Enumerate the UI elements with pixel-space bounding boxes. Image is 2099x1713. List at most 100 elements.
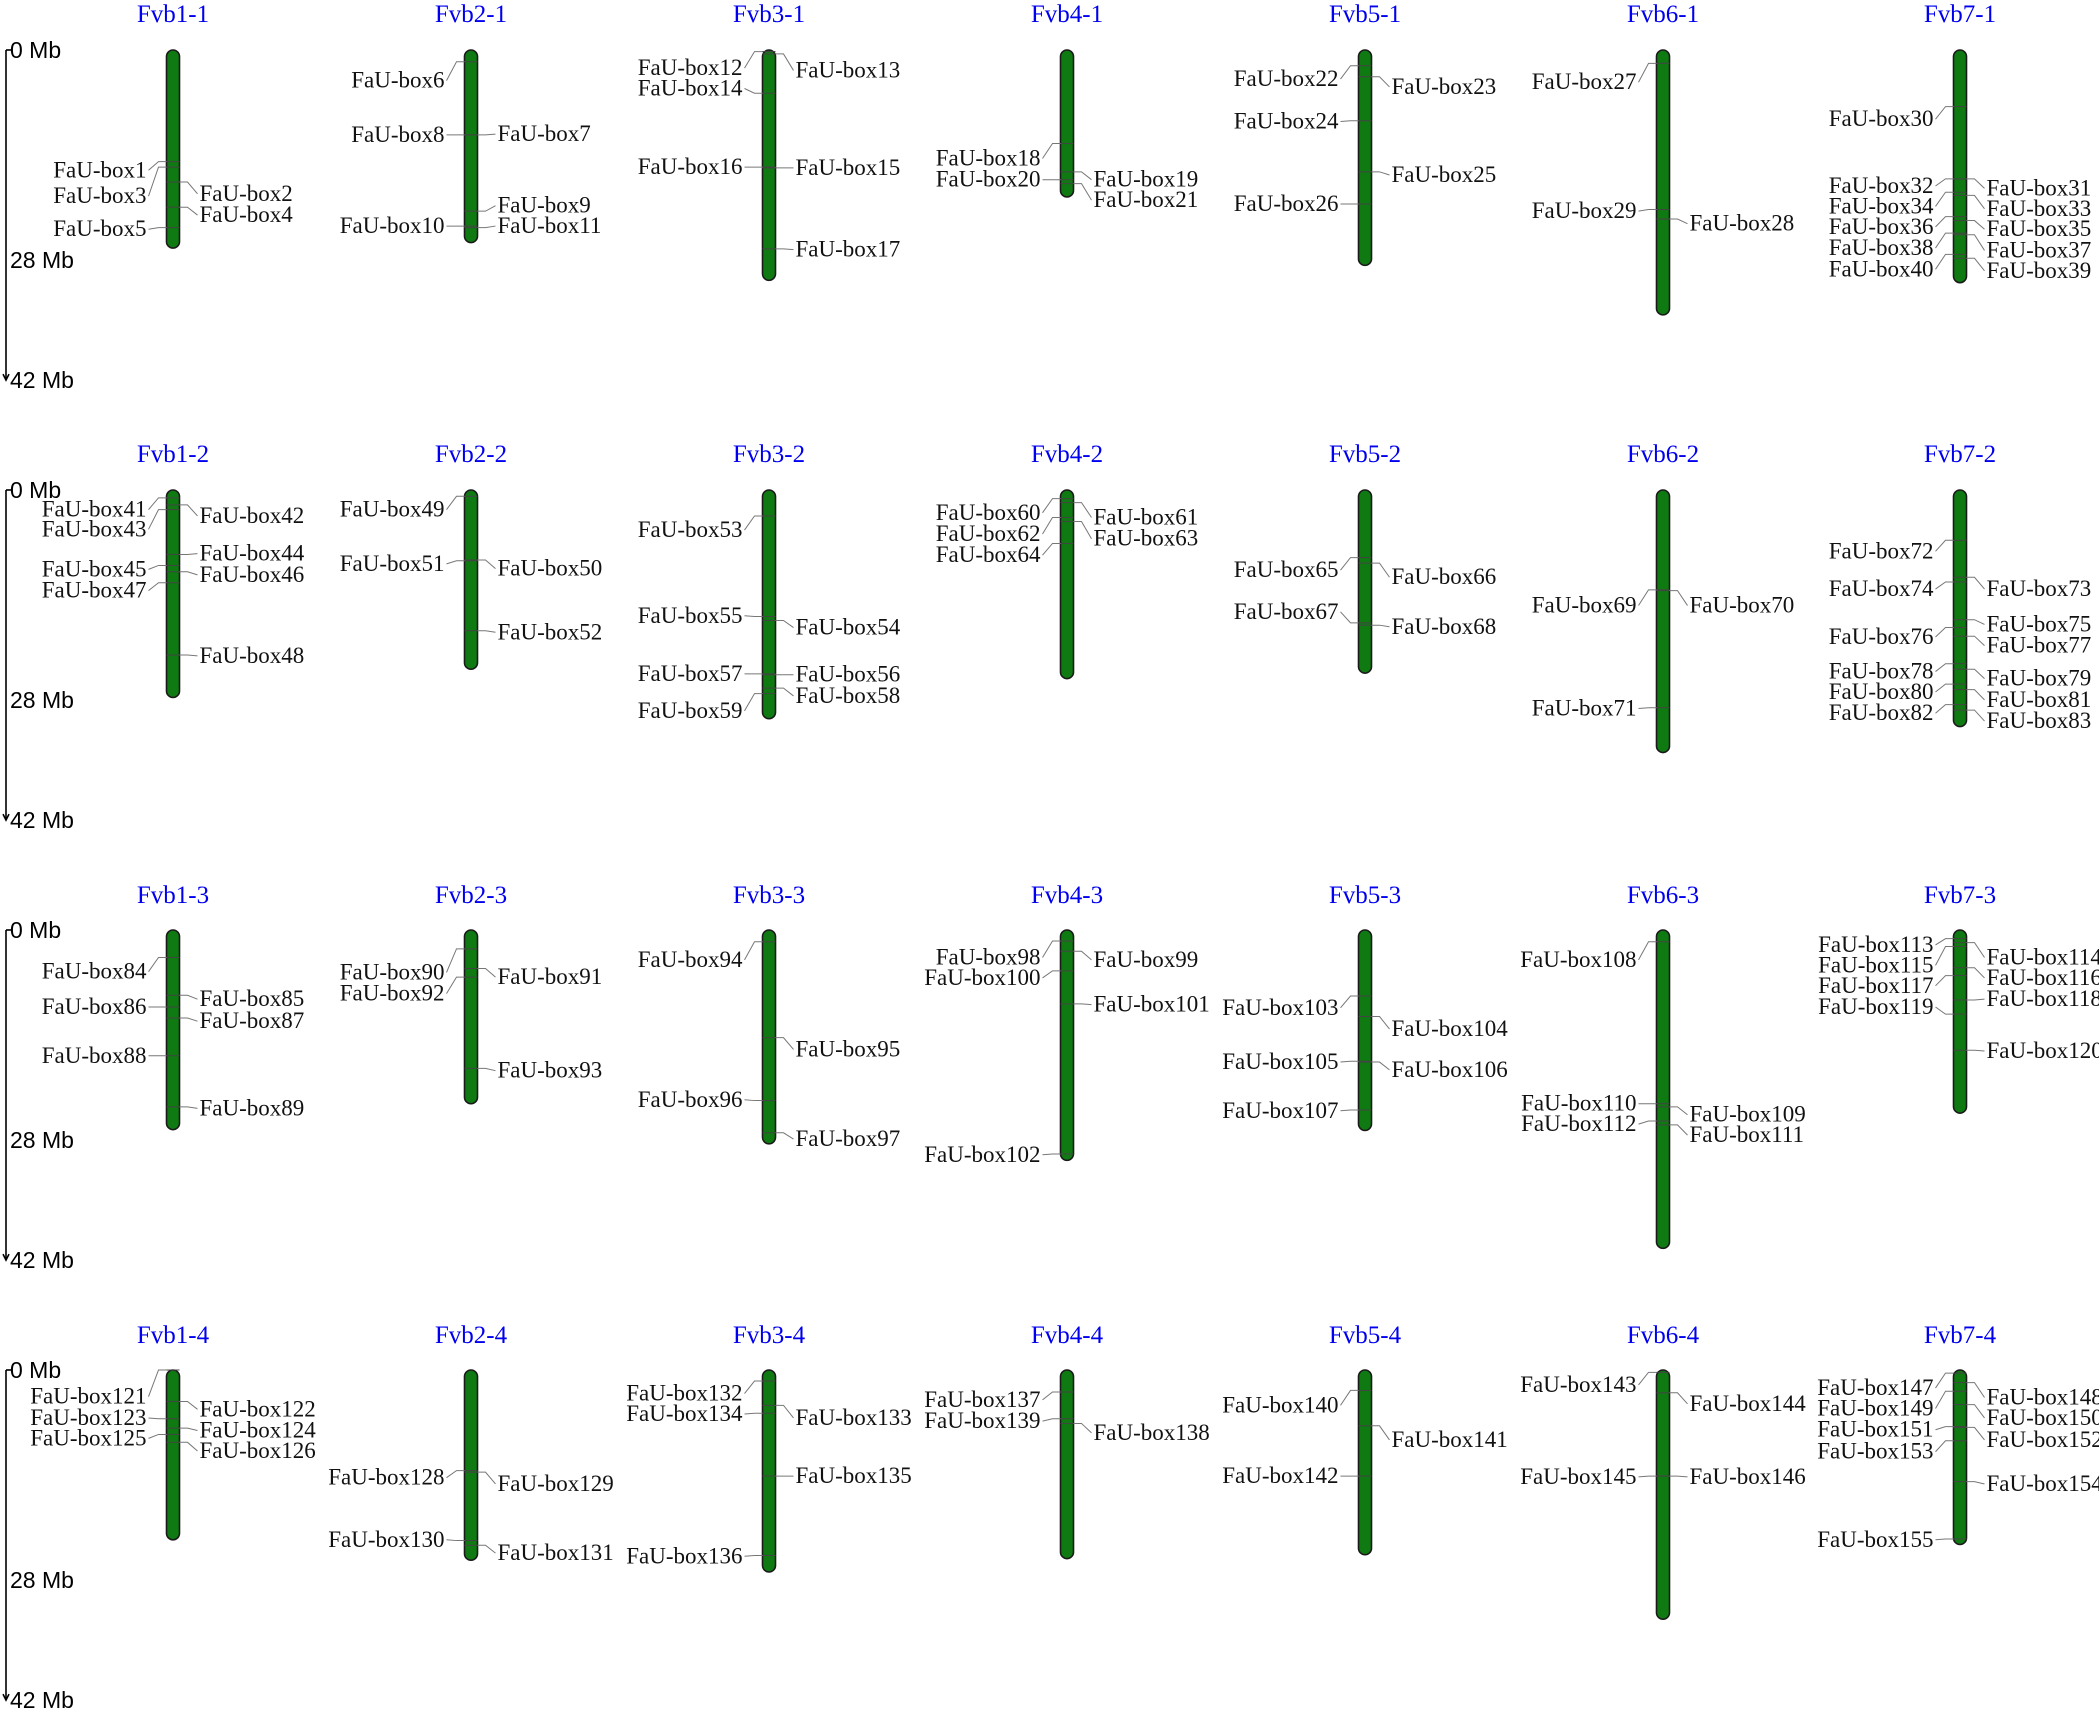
gene-leader-line: [1966, 967, 1985, 979]
gene-label: FaU-box124: [200, 1418, 317, 1443]
gene-label: FaU-box80: [1829, 679, 1934, 704]
gene-label: FaU-box102: [924, 1142, 1040, 1167]
gene-label: FaU-box99: [1094, 947, 1199, 972]
gene-label: FaU-box27: [1532, 69, 1637, 94]
chromosome-title: Fvb2-1: [435, 1, 507, 28]
gene-leader-line: [179, 1106, 198, 1109]
gene-label: FaU-box53: [638, 517, 743, 542]
gene-label: FaU-box54: [796, 615, 901, 640]
chromosome-fvb1-3: Fvb1-3FaU-box84FaU-box86FaU-box88FaU-box…: [42, 882, 305, 1131]
gene-leader-line: [1966, 1404, 1985, 1419]
gene-leader-line: [744, 1099, 763, 1102]
chromosome-title: Fvb3-3: [733, 882, 805, 909]
chromosome-fvb1-1: Fvb1-1FaU-box1FaU-box3FaU-box5FaU-box2Fa…: [53, 1, 293, 249]
gene-leader-line: [446, 948, 465, 973]
chromosome-title: Fvb5-3: [1329, 882, 1401, 909]
gene-label: FaU-box42: [200, 503, 305, 528]
scale-label-mid: 28 Mb: [10, 1127, 74, 1153]
gene-label: FaU-box49: [340, 497, 445, 522]
gene-label: FaU-box92: [340, 981, 445, 1006]
gene-label: FaU-box74: [1829, 576, 1934, 601]
gene-leader-line: [1935, 539, 1954, 552]
gene-leader-line: [1073, 502, 1092, 518]
chromosome-bar: [761, 489, 777, 720]
gene-label: FaU-box138: [1094, 1420, 1210, 1445]
gene-leader-line: [1371, 1015, 1390, 1030]
chromosome-fvb1-2: Fvb1-2FaU-box41FaU-box43FaU-box45FaU-box…: [42, 441, 305, 699]
gene-leader-line: [1042, 970, 1061, 979]
chromosome-title: Fvb2-4: [435, 1322, 508, 1349]
chromosome-fvb4-3: Fvb4-3FaU-box98FaU-box100FaU-box102FaU-b…: [924, 882, 1210, 1167]
gene-leader-line: [744, 615, 763, 618]
gene-leader-line: [1669, 1124, 1688, 1136]
gene-label: FaU-box45: [42, 556, 147, 581]
gene-leader-line: [1966, 220, 1985, 230]
gene-label: FaU-box85: [200, 986, 305, 1011]
gene-label: FaU-box37: [1987, 237, 2092, 262]
gene-leader-line: [1669, 1392, 1688, 1405]
gene-label: FaU-box82: [1829, 700, 1934, 725]
gene-label: FaU-box146: [1690, 1464, 1806, 1489]
gene-leader-line: [1935, 106, 1954, 120]
gene-leader-line: [1340, 1109, 1359, 1112]
gene-label: FaU-box126: [200, 1438, 316, 1463]
chromosome-bar: [165, 929, 181, 1131]
gene-label: FaU-box89: [200, 1095, 305, 1120]
gene-label: FaU-box81: [1987, 687, 2092, 712]
gene-label: FaU-box1: [53, 157, 146, 182]
chromosome-title: Fvb4-2: [1031, 441, 1103, 468]
gene-leader-line: [775, 53, 794, 71]
gene-label: FaU-box14: [638, 76, 743, 101]
gene-leader-line: [1073, 1422, 1092, 1434]
chromosome-bar: [1059, 929, 1075, 1162]
gene-leader-line: [1638, 707, 1657, 710]
scale-label-top: 0 Mb: [10, 1357, 61, 1383]
chromosome-fvb6-4: Fvb6-4FaU-box143FaU-box145FaU-box144FaU-…: [1520, 1322, 1806, 1620]
gene-leader-line: [1966, 1049, 1985, 1052]
gene-label: FaU-box117: [1818, 973, 1933, 998]
gene-label: FaU-box52: [498, 619, 603, 644]
gene-leader-line: [1669, 1475, 1688, 1478]
gene-leader-line: [148, 564, 167, 570]
gene-label: FaU-box9: [498, 193, 591, 218]
gene-label: FaU-box12: [638, 55, 743, 80]
scale-arrow-icon: [2, 373, 10, 382]
gene-label: FaU-box18: [936, 145, 1041, 170]
gene-leader-line: [1966, 942, 1985, 958]
gene-label: FaU-box147: [1817, 1375, 1933, 1400]
gene-label: FaU-box116: [1987, 965, 2099, 990]
gene-label: FaU-box134: [626, 1401, 743, 1426]
gene-label: FaU-box149: [1817, 1396, 1933, 1421]
gene-leader-line: [1935, 216, 1954, 228]
gene-label: FaU-box34: [1829, 193, 1934, 218]
gene-label: FaU-box11: [498, 213, 602, 238]
gene-label: FaU-box150: [1987, 1405, 2099, 1430]
gene-label: FaU-box69: [1532, 593, 1637, 618]
gene-label: FaU-box10: [340, 213, 445, 238]
gene-leader-line: [148, 582, 167, 592]
gene-label: FaU-box40: [1829, 256, 1934, 281]
chromosome-title: Fvb6-4: [1627, 1322, 1700, 1349]
gene-label: FaU-box141: [1392, 1427, 1508, 1452]
chromosome-fvb3-2: Fvb3-2FaU-box53FaU-box55FaU-box57FaU-box…: [638, 441, 901, 723]
gene-leader-line: [1669, 1106, 1688, 1116]
gene-leader-line: [775, 1404, 794, 1419]
gene-leader-line: [179, 1427, 198, 1432]
gene-label: FaU-box132: [626, 1381, 742, 1406]
gene-label: FaU-box28: [1690, 211, 1795, 236]
gene-leader-line: [1371, 1425, 1390, 1441]
gene-leader-line: [1042, 542, 1061, 556]
gene-label: FaU-box61: [1094, 505, 1199, 530]
gene-leader-line: [1340, 557, 1359, 571]
gene-label: FaU-box31: [1987, 175, 2092, 200]
scale-arrow-icon: [2, 1693, 10, 1702]
gene-leader-line: [179, 1441, 198, 1452]
gene-leader-line: [1966, 194, 1985, 210]
gene-label: FaU-box91: [498, 964, 603, 989]
chromosome-bar: [761, 929, 777, 1145]
gene-label: FaU-box50: [498, 556, 603, 581]
